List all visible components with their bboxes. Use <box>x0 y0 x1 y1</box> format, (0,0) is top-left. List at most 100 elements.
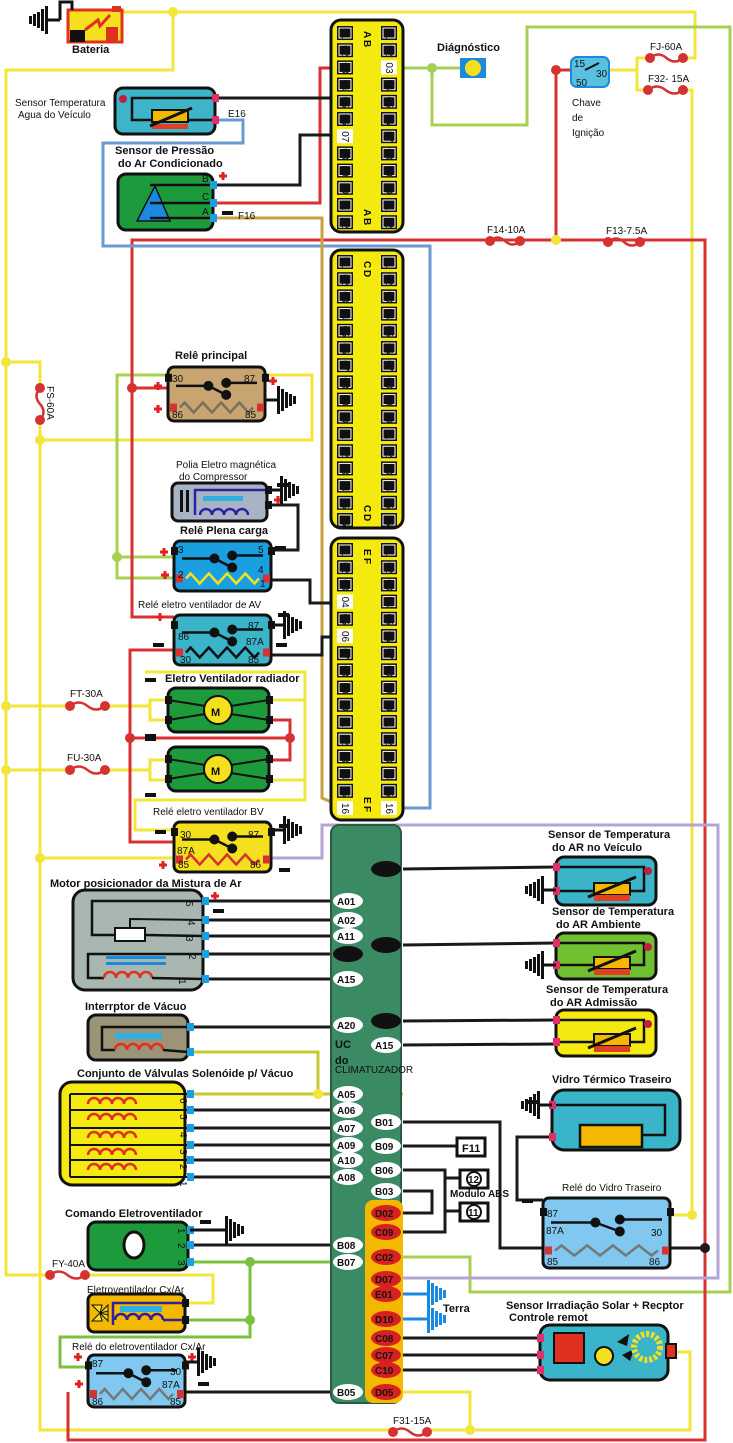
plus-sign-icon <box>74 1353 82 1361</box>
battery: Bateria <box>29 0 124 56</box>
uc-pin-label: A15 <box>375 1041 394 1052</box>
relay-pin-label: 3 <box>178 545 184 556</box>
wire <box>402 1018 557 1023</box>
fuse-label: FU-30A <box>67 753 102 764</box>
connector-letter: F <box>361 806 372 812</box>
minus-sign-icon <box>275 546 286 550</box>
connector-pin-label: 06 <box>383 343 394 355</box>
wire <box>427 1350 692 1432</box>
uc-pin <box>333 1120 363 1136</box>
fuse: FS-60A <box>35 383 55 425</box>
vidro-label: Vidro Térmico Traseiro <box>552 1074 672 1086</box>
relay-pin-label: 87A <box>162 1380 180 1391</box>
uc-pin-label: A20 <box>337 1021 356 1032</box>
connector-pin <box>337 146 353 161</box>
terminal <box>187 1141 194 1149</box>
uc-pin <box>333 893 363 909</box>
relay-pin-label: 87A <box>246 637 264 648</box>
plus-sign-icon <box>160 548 168 556</box>
connector-pin-label: 09 <box>383 395 394 407</box>
wire <box>66 238 707 1442</box>
minus-sign-icon <box>222 211 233 215</box>
wire <box>101 118 432 810</box>
ignition-pin-label: 15 <box>574 59 586 70</box>
connector-pin-label: 12 <box>383 446 394 458</box>
connector-pin-label: 04 <box>383 80 394 92</box>
uc-pin <box>333 1152 363 1168</box>
connector-pin <box>381 26 397 40</box>
wire <box>120 10 697 60</box>
connector-pin <box>337 392 353 407</box>
connector-pin <box>381 272 397 287</box>
connector-pin <box>337 646 353 661</box>
terminal <box>187 1173 194 1181</box>
relay-label: Relé eletro ventilador BV <box>153 807 264 818</box>
coil-icon <box>86 1096 138 1105</box>
connector-pin <box>381 732 397 747</box>
connector-pin <box>337 611 353 626</box>
connector-pin-label: 06 <box>383 114 394 126</box>
coil-icon <box>102 970 154 979</box>
connector-pin <box>337 495 353 510</box>
connector-pin-label: 15 <box>383 786 394 798</box>
connector-pin <box>337 306 353 321</box>
wire <box>635 56 650 92</box>
connector-AB: 0102030405060708091011120102030405060708… <box>329 18 405 234</box>
relay-pin-label: 86 <box>649 1257 661 1268</box>
uc-pin-label: C02 <box>375 1253 394 1264</box>
connector-pin-label: 07 <box>383 131 394 143</box>
junction-dot <box>1 701 11 711</box>
connector-pin-label: 09 <box>339 166 350 178</box>
connector-pin <box>337 94 353 109</box>
wire <box>38 420 393 1432</box>
wire <box>58 1320 252 1369</box>
connector-pin-label: 06 <box>339 114 350 126</box>
thermometer-icon <box>644 943 652 951</box>
uc-pin <box>371 1362 401 1378</box>
connector-pin-label: 13 <box>339 751 350 763</box>
connector-pin-label: 15 <box>383 498 394 510</box>
relay-pin-label: 86 <box>92 1397 104 1408</box>
relay-pin-label: 30 <box>172 374 184 385</box>
junction-dot <box>285 733 295 743</box>
terminal <box>266 755 273 763</box>
fuse-label: FT-30A <box>70 689 103 700</box>
relay-label: Relê Plena carga <box>180 525 269 537</box>
sensor-solar-label: Sensor Irradiação Solar + Recptor <box>506 1300 684 1312</box>
junction-dot <box>1 357 11 367</box>
connector-pin-label: 13 <box>339 463 350 475</box>
junction-dot <box>35 435 45 445</box>
relay-pin-label: 30 <box>170 1367 182 1378</box>
connector-pin-label: 04 <box>383 309 394 321</box>
uc-pin-label: E01 <box>375 1290 393 1301</box>
uc-pin <box>333 1237 363 1253</box>
minus-sign-icon <box>145 678 156 682</box>
minus-sign-icon <box>200 1220 211 1224</box>
connector-letter: B <box>361 40 372 47</box>
connector-CD: 0102030405060708091011121314151601020304… <box>329 248 405 530</box>
ignition-label: de <box>572 113 584 124</box>
motor-symbol: M <box>211 766 220 778</box>
connector-pin <box>337 560 353 575</box>
relay-pin-label: 87 <box>248 830 260 841</box>
uc-pin <box>371 1013 401 1029</box>
connector-pin-label: 16 <box>383 515 394 527</box>
coil-icon <box>198 507 250 516</box>
switch-icon <box>551 1214 662 1237</box>
connector-pin <box>381 112 397 126</box>
uc-pin <box>371 1271 401 1287</box>
polia-label: do Compressor <box>179 472 248 483</box>
connector-pin-label: 12 <box>383 734 394 746</box>
uc-pin-label: B01 <box>375 1118 394 1129</box>
uc-pin <box>371 1311 401 1327</box>
connector-pin-label: 12 <box>339 734 350 746</box>
relay-pin-label: 87 <box>248 621 260 632</box>
uc-pin-label: C08 <box>375 1334 394 1345</box>
wire <box>670 88 694 1217</box>
fuse: F14-10A <box>485 225 526 246</box>
junction-dot <box>245 1257 255 1267</box>
fuse-label: F13-7.5A <box>606 226 647 237</box>
sensor-label: do AR Ambiente <box>556 919 641 931</box>
